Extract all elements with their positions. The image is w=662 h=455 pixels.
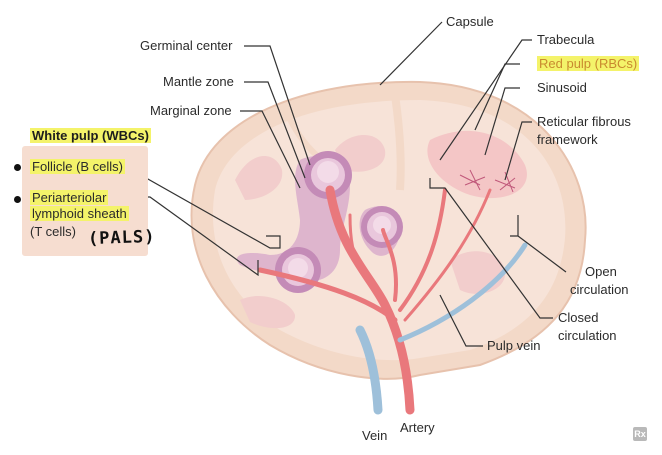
trabecula-label: Trabecula <box>537 32 594 48</box>
closed-circulation-label-line2: circulation <box>558 328 617 344</box>
capsule-label: Capsule <box>446 14 494 30</box>
marginal-zone-label: Marginal zone <box>150 103 232 119</box>
germinal-center-label: Germinal center <box>140 38 232 54</box>
pals-handwritten-note: (PALS) <box>88 227 156 249</box>
artery-label: Artery <box>400 420 435 436</box>
reticular-framework-label-line2: framework <box>537 132 598 148</box>
red-pulp-label: Red pulp (RBCs) <box>537 56 639 72</box>
rx-logo-icon: Rx <box>633 427 647 441</box>
sinusoid-label: Sinusoid <box>537 80 587 96</box>
open-circulation-label-line2: circulation <box>570 282 629 298</box>
follicle <box>275 247 321 293</box>
bullet-dot <box>14 164 21 171</box>
follicle <box>361 206 403 248</box>
pulp-vein-label: Pulp vein <box>487 338 540 354</box>
white-pulp-label: White pulp (WBCs) <box>30 128 151 143</box>
vein-label: Vein <box>362 428 387 444</box>
closed-circulation-label-line1: Closed <box>558 310 598 326</box>
pals-label-line1: Periarteriolar <box>30 190 108 206</box>
pals-label-line3: (T cells) <box>30 224 76 240</box>
reticular-framework-label-line1: Reticular fibrous <box>537 114 631 130</box>
bullet-dot <box>14 196 21 203</box>
open-circulation-label-line1: Open <box>585 264 617 280</box>
pals-label-line2: lymphoid sheath <box>30 206 129 222</box>
mantle-zone-label: Mantle zone <box>163 74 234 90</box>
follicle-label: Follicle (B cells) <box>30 159 125 175</box>
